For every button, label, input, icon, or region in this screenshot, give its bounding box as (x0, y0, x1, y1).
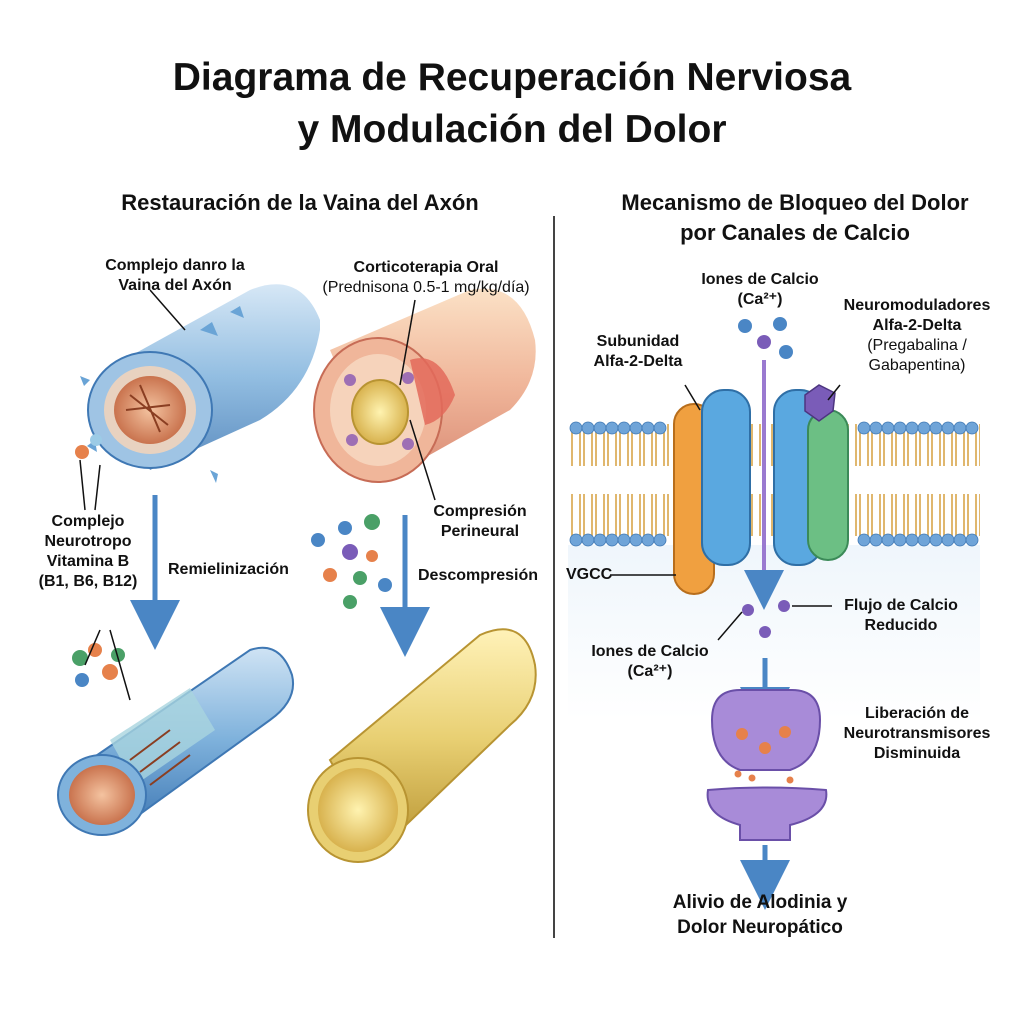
phospholipid-head (905, 533, 919, 547)
corticotherapy-label: Corticoterapia Oral (Prednisona 0.5-1 mg… (322, 259, 530, 296)
calcium-ions-top-label: Iones de Calcio (Ca²⁺) (701, 271, 819, 308)
phospholipid-head (581, 533, 595, 547)
right-heading-line-1: Mecanismo de Bloqueo del Dolor (621, 190, 969, 215)
right-heading-line-2: por Canales de Calcio (680, 220, 910, 245)
phospholipid-head (593, 421, 607, 435)
phospholipid-head (617, 533, 631, 547)
phospholipid-head (857, 421, 871, 435)
phospholipid-head (905, 421, 919, 435)
vgcc-channel (673, 384, 849, 595)
diagram-title: Diagrama de Recuperación Nerviosa y Modu… (0, 52, 1024, 156)
compression-label: Compresión Perineural (433, 503, 527, 540)
vitamin-b-molecules (72, 643, 125, 687)
phospholipid-head (629, 421, 643, 435)
phospholipid-head (965, 533, 979, 547)
leader-lines (79, 289, 841, 701)
relief-label: Alivio de Alodinia y Dolor Neuropático (672, 892, 848, 938)
phospholipid-head (857, 533, 871, 547)
phospholipid-head (929, 421, 943, 435)
subunit-label: Subunidad Alfa-2-Delta (593, 333, 683, 370)
phospholipid-head (605, 533, 619, 547)
calcium-ions-top (738, 317, 793, 359)
left-panel-heading: Restauración de la Vaina del Axón (121, 190, 479, 215)
phospholipid-head (869, 533, 883, 547)
phospholipid-head (941, 421, 955, 435)
phospholipid-head (917, 533, 931, 547)
phospholipid-head (617, 421, 631, 435)
phospholipid-head (653, 421, 667, 435)
vgcc-label: VGCC (566, 566, 613, 583)
right-panel-heading: Mecanismo de Bloqueo del Dolor por Canal… (560, 188, 1024, 248)
phospholipid-head (929, 533, 943, 547)
corticosteroid-molecules (311, 514, 392, 609)
phospholipid-head (569, 533, 583, 547)
phospholipid-head (965, 421, 979, 435)
phospholipid-head (881, 533, 895, 547)
neuromodulators-label: Neuromoduladores Alfa-2-Delta (Pregabali… (843, 297, 991, 374)
phospholipid-head (941, 533, 955, 547)
title-line-2: y Modulación del Dolor (297, 108, 727, 151)
phospholipid-head (605, 421, 619, 435)
phospholipid-head (881, 421, 895, 435)
phospholipid-head (953, 533, 967, 547)
phospholipid-head (653, 533, 667, 547)
phospholipid-head (917, 421, 931, 435)
phospholipid-head (641, 533, 655, 547)
damaged-sheath-label: Complejo danro la Vaina del Axón (105, 257, 245, 294)
phospholipid-head (581, 421, 595, 435)
phospholipid-head (893, 533, 907, 547)
vitamin-b-label: Complejo Neurotropo Vitamina B (B1, B6, … (38, 513, 138, 590)
remyelination-label: Remielinización (168, 561, 289, 578)
phospholipid-head (629, 533, 643, 547)
calcium-ions-bottom-label: Iones de Calcio (Ca²⁺) (591, 643, 709, 680)
calcium-ions-bottom (742, 600, 790, 638)
remyelinated-axon (57, 646, 294, 836)
phospholipid-head (641, 421, 655, 435)
reduced-flow-label: Flujo de Calcio Reducido (844, 597, 958, 634)
phospholipid-head (893, 421, 907, 435)
title-line-1: Diagrama de Recuperación Nerviosa (172, 56, 852, 99)
phospholipid-head (569, 421, 583, 435)
release-label: Liberación de Neurotransmisores Disminui… (843, 705, 991, 762)
healed-nerve (307, 628, 537, 863)
panel-divider (553, 216, 555, 938)
synapse (706, 689, 828, 841)
compressed-nerve (313, 288, 536, 483)
decompression-label: Descompresión (418, 567, 539, 584)
phospholipid-head (869, 421, 883, 435)
phospholipid-head (593, 533, 607, 547)
damaged-axon-sheath (75, 284, 320, 483)
phospholipid-head (953, 421, 967, 435)
